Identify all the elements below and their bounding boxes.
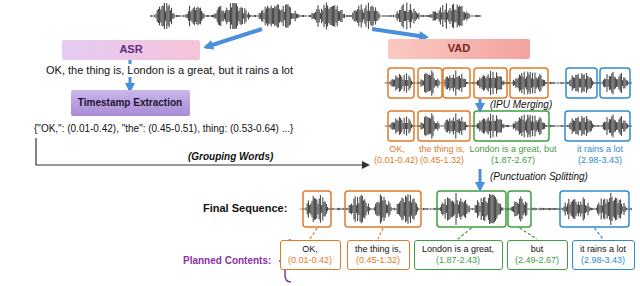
- leader-line: [310, 228, 317, 239]
- ipu-box: [474, 111, 549, 141]
- content-box: the thing is,(0.45-1.32): [347, 240, 410, 270]
- ipu-box: [566, 68, 597, 98]
- node-label: Timestamp Extraction: [78, 97, 182, 109]
- group-text: London is a great, but: [469, 144, 556, 155]
- ipu-box: [474, 68, 507, 98]
- leader-line: [378, 228, 383, 239]
- waveform: [385, 113, 631, 138]
- waveform: [150, 2, 480, 29]
- node-label: VAD: [448, 42, 470, 55]
- leader-line: [520, 228, 538, 239]
- row-label: Planned Contents:: [183, 255, 271, 267]
- content-box: London is a great,(1.87-2.43): [414, 240, 503, 270]
- flow-arrow: [372, 29, 426, 37]
- row-label: Final Sequence:: [203, 202, 287, 215]
- node-label: but: [531, 244, 544, 255]
- ipu-boxes: [303, 68, 630, 227]
- ipu-box: [565, 111, 630, 141]
- group-text: the thing is,: [419, 144, 465, 155]
- grouping-arrow: [36, 138, 368, 165]
- leader-line: [458, 228, 472, 239]
- ipu-box: [508, 191, 531, 227]
- group-time: (1.87-2.67): [491, 155, 535, 166]
- group-time: (0.01-0.42): [374, 155, 418, 166]
- node-label: ASR: [119, 43, 142, 56]
- ipu-box: [600, 68, 630, 98]
- group-time: (0.45-1.32): [420, 155, 464, 166]
- time-range: (1.87-2.43): [436, 255, 480, 266]
- step-label: (Grouping Words): [188, 151, 273, 163]
- ipu-box: [437, 191, 506, 227]
- ipu-box: [510, 68, 548, 98]
- node-label: it rains a lot: [580, 244, 626, 255]
- node-label: OK,: [302, 244, 318, 255]
- content-box: but(2.49-2.67): [507, 240, 568, 270]
- leader-lines: [310, 228, 603, 239]
- leader-line: [595, 228, 604, 239]
- flow-arrow: [206, 29, 262, 47]
- vad-box: VAD: [388, 39, 530, 59]
- group-text: it rains a lot: [577, 144, 623, 155]
- time-range: (2.98-3.43): [581, 255, 625, 266]
- ipu-box: [443, 68, 470, 98]
- ipu-box: [303, 191, 331, 227]
- timestamp-output: {"OK,": (0.01-0.42), "the": (0.45-0.51),…: [34, 123, 293, 135]
- node-label: the thing is,: [355, 244, 401, 255]
- step-label: (Punctuation Splitting): [490, 171, 588, 183]
- group-time: (2.98-3.43): [578, 155, 622, 166]
- ipu-box: [418, 68, 442, 98]
- time-range: (0.45-1.32): [356, 255, 400, 266]
- time-range: (0.01-0.42): [288, 255, 332, 266]
- asr-output: OK, the thing is, London is a great, but…: [44, 64, 295, 77]
- time-range: (2.49-2.67): [515, 255, 559, 266]
- ipu-box: [418, 111, 470, 141]
- content-box: OK,(0.01-0.42): [280, 240, 341, 270]
- content-box: it rains a lot(2.98-3.43): [572, 240, 635, 270]
- ipu-box: [560, 191, 629, 227]
- waveform: [385, 70, 631, 95]
- flow-arrow: [479, 169, 482, 189]
- step-label: (IPU Merging): [490, 99, 552, 111]
- asr-box: ASR: [62, 40, 200, 60]
- process-box: Timestamp Extraction: [71, 90, 190, 116]
- waveform: [300, 193, 631, 225]
- ipu-box: [345, 191, 421, 227]
- ipu-box: [388, 111, 414, 141]
- node-label: London is a great,: [422, 244, 494, 255]
- flow-arrow: [479, 99, 482, 110]
- ipu-box: [388, 68, 414, 98]
- group-text: OK,: [389, 144, 405, 155]
